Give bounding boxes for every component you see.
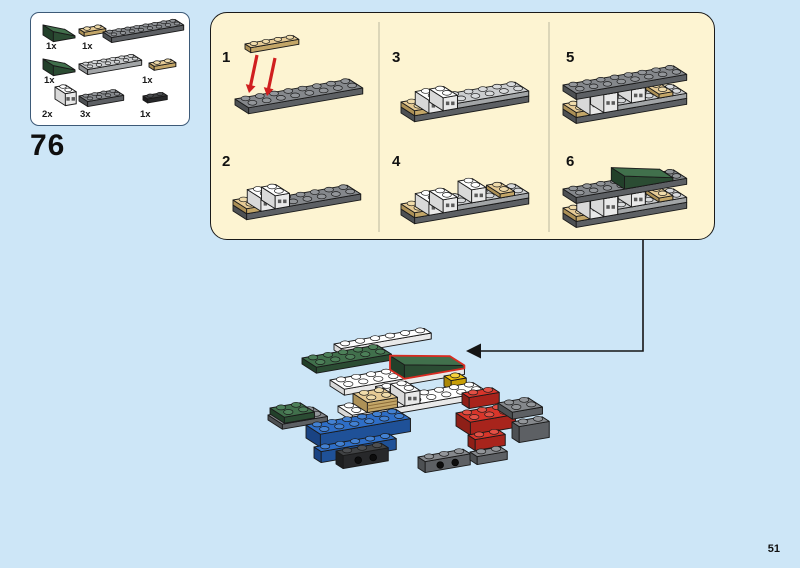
part-qty-label: 2x <box>42 109 53 120</box>
substep-5-art <box>562 65 688 124</box>
substeps-illustration <box>232 22 688 232</box>
page-number: 51 <box>767 543 780 555</box>
part-qty-label: 1x <box>82 41 93 52</box>
substep-6-art <box>562 167 688 228</box>
part-qty-label: 1x <box>46 41 57 52</box>
parts-illustration <box>42 18 185 107</box>
main-model <box>267 327 550 474</box>
substep-number: 4 <box>392 153 401 170</box>
parts-callout-box: 1x 1x 1x 1x 2x 3x 1x <box>30 12 190 126</box>
part-qty-label: 1x <box>142 75 153 86</box>
substep-2-art <box>232 183 362 221</box>
part-qty-label: 3x <box>80 109 91 120</box>
part-qty-label: 1x <box>44 75 55 86</box>
substep-number: 1 <box>222 49 231 66</box>
substep-4-art <box>400 177 530 225</box>
substep-number: 5 <box>566 49 575 66</box>
step-number: 76 <box>30 129 66 162</box>
part-qty-label: 1x <box>140 109 151 120</box>
substep-number: 3 <box>392 49 401 66</box>
substeps-panel: 1 2 3 4 5 6 <box>210 12 715 240</box>
substep-number: 2 <box>222 153 231 170</box>
leader-line <box>466 240 644 359</box>
substep-3-art <box>400 81 530 123</box>
substep-number: 6 <box>566 153 575 170</box>
parts-pieces <box>42 18 185 107</box>
substep-1-art <box>234 34 364 115</box>
leader-arrowhead <box>466 343 481 359</box>
